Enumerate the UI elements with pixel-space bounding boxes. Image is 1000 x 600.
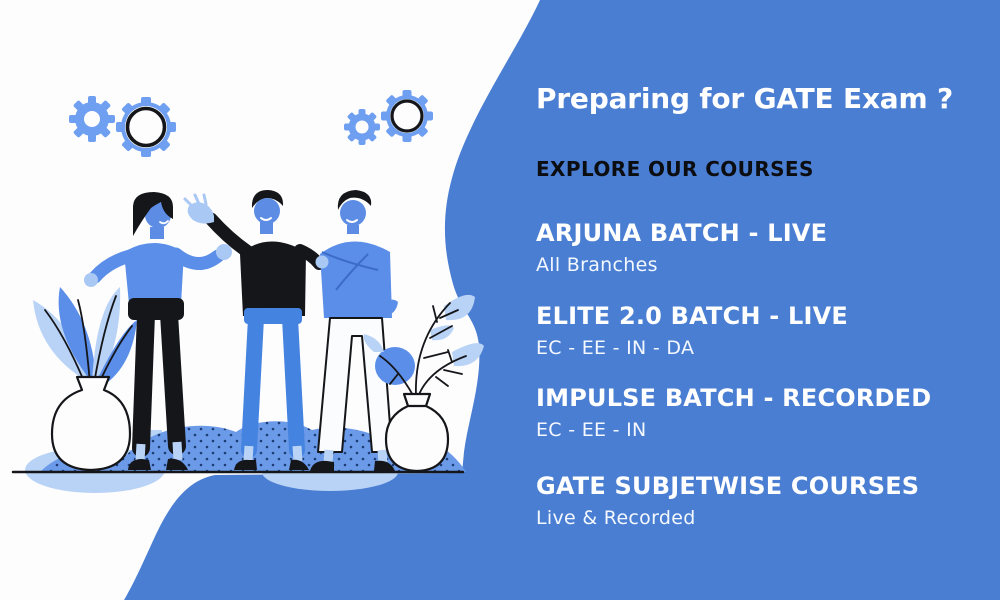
course-name: ARJUNA BATCH - LIVE xyxy=(536,219,828,247)
page-title: Preparing for GATE Exam ? xyxy=(536,82,954,115)
course-detail: All Branches xyxy=(536,254,658,276)
course-detail: EC - EE - IN - DA xyxy=(536,337,695,359)
course-item: ARJUNA BATCH - LIVE All Branches xyxy=(536,219,986,276)
gear-icon xyxy=(69,96,176,157)
gear-icon xyxy=(344,90,433,145)
hand-icon xyxy=(315,255,329,269)
course-detail: EC - EE - IN xyxy=(536,419,647,441)
course-name: GATE SUBJETWISE COURSES xyxy=(536,472,920,500)
person-figure-middle xyxy=(183,190,325,470)
plant-pot-icon xyxy=(363,294,484,473)
person-figure-woman xyxy=(88,192,232,470)
plant-pot-icon xyxy=(33,287,137,472)
course-name: IMPULSE BATCH - RECORDED xyxy=(536,384,932,412)
explore-subtitle: EXPLORE OUR COURSES xyxy=(536,157,814,181)
course-item: ELITE 2.0 BATCH - LIVE EC - EE - IN - DA xyxy=(536,302,986,359)
course-name: ELITE 2.0 BATCH - LIVE xyxy=(536,302,848,330)
course-item: IMPULSE BATCH - RECORDED EC - EE - IN xyxy=(536,384,986,441)
course-item: GATE SUBJETWISE COURSES Live & Recorded xyxy=(536,472,986,529)
course-detail: Live & Recorded xyxy=(536,507,696,529)
hand-icon xyxy=(84,273,98,287)
